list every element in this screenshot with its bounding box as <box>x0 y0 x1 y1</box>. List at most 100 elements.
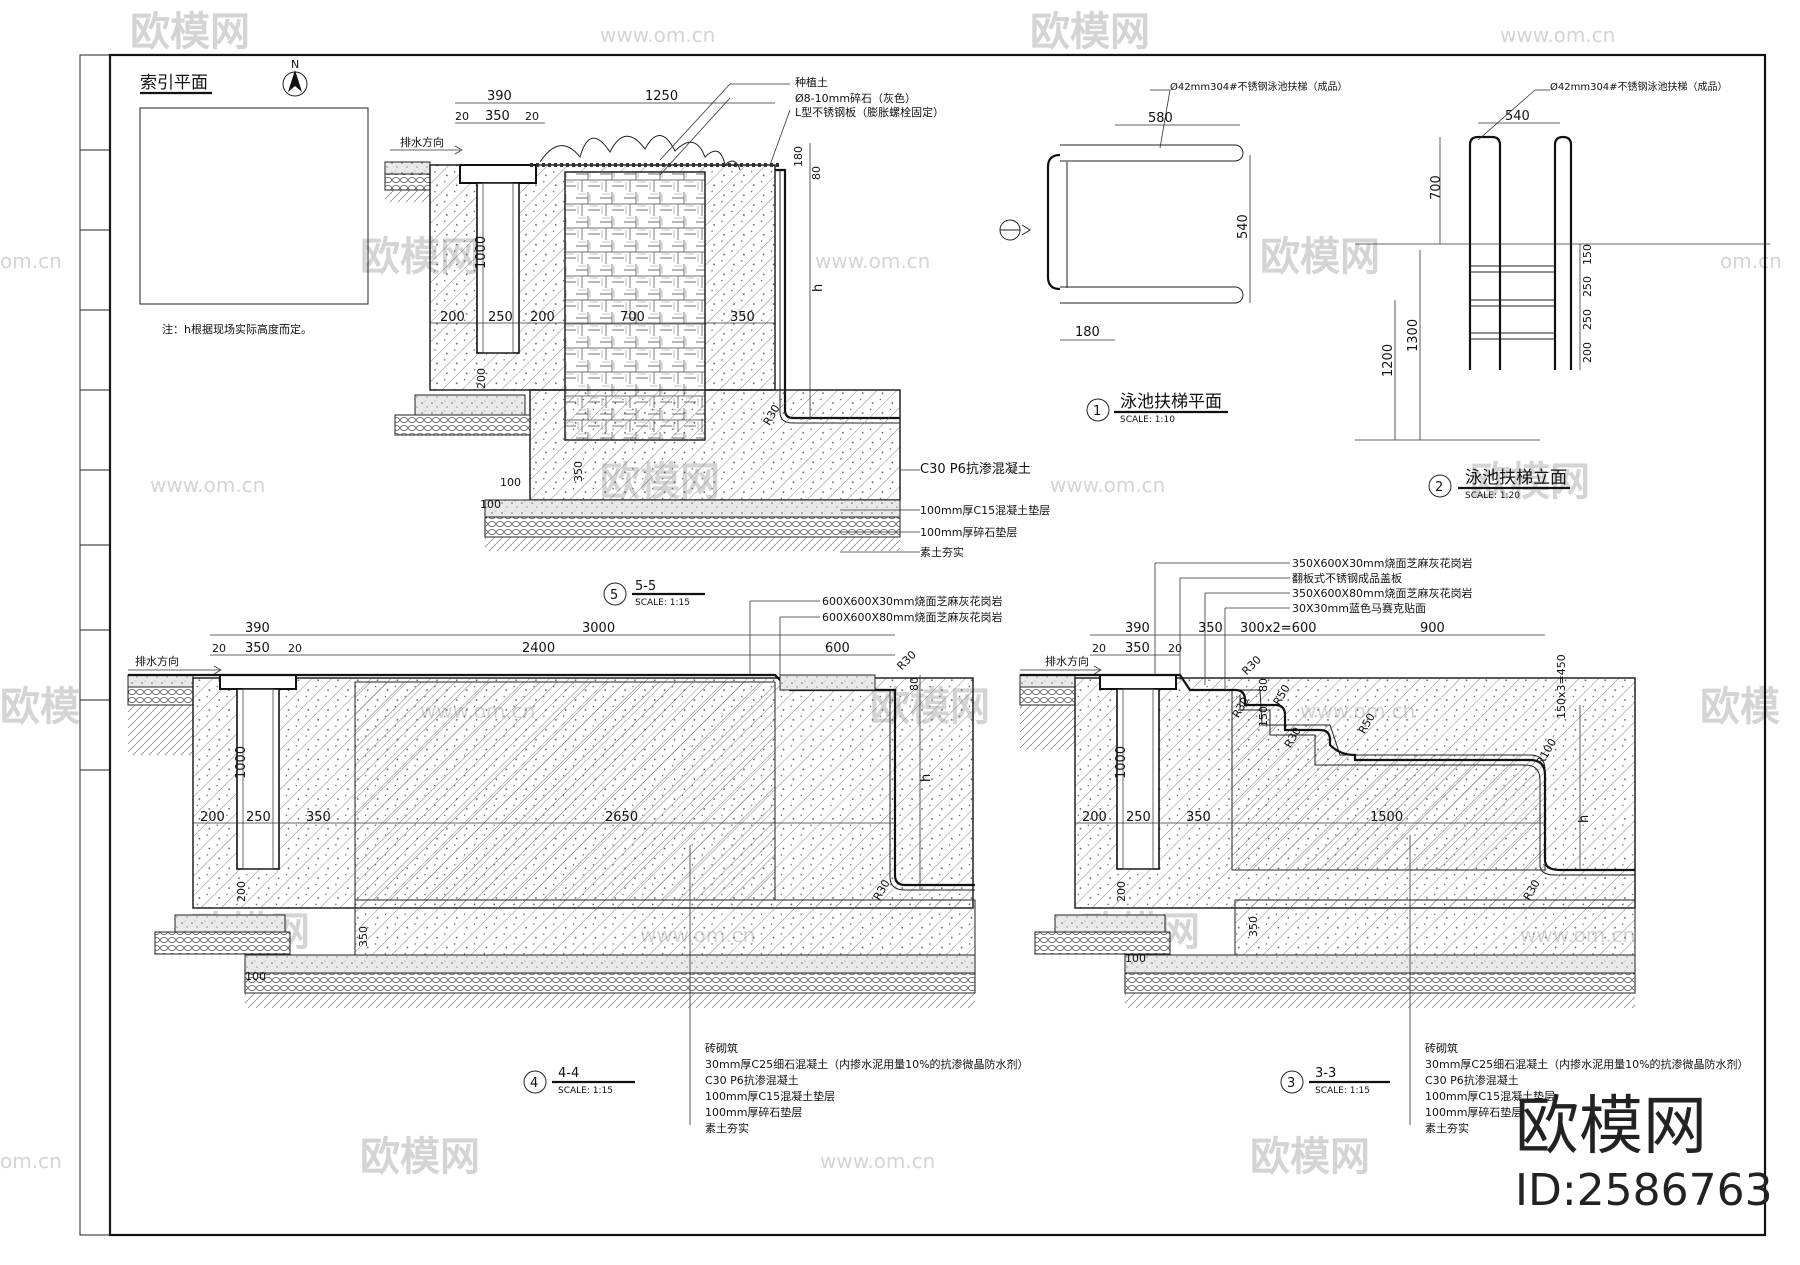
section4-title-block: 4 4-4 SCALE: 1:15 <box>523 1066 635 1096</box>
section3-bottom-callouts: 砖砌筑 30mm厚C25细石混凝土（内掺水泥用量10%的抗渗微晶防水剂） C30… <box>1409 835 1749 1135</box>
svg-text:1000: 1000 <box>1114 746 1129 779</box>
section-4-4: 排水方向 390 20 350 20 3000 2400 600 200 250… <box>127 594 1029 1135</box>
svg-text:30mm厚C25细石混凝土（内掺水泥用量10%的抗渗微晶防水: 30mm厚C25细石混凝土（内掺水泥用量10%的抗渗微晶防水剂） <box>705 1057 1029 1071</box>
svg-text:350: 350 <box>1186 810 1211 825</box>
svg-text:350: 350 <box>730 310 755 325</box>
section3-title-block: 3 3-3 SCALE: 1:15 <box>1280 1066 1390 1096</box>
svg-text:350X600X80mm烧面芝麻灰花岗岩: 350X600X80mm烧面芝麻灰花岗岩 <box>1292 586 1473 600</box>
svg-text:SCALE: 1:15: SCALE: 1:15 <box>558 1086 613 1096</box>
brand-block: 欧模网 ID:2586763 <box>1515 1090 1773 1216</box>
svg-text:350X600X30mm烧面芝麻灰花岗岩: 350X600X30mm烧面芝麻灰花岗岩 <box>1292 556 1473 570</box>
section4-top-dims: 390 20 350 20 3000 2400 600 <box>210 621 895 656</box>
svg-text:30X30mm蓝色马赛克贴面: 30X30mm蓝色马赛克贴面 <box>1292 601 1426 615</box>
watermark-brand: 欧模网 <box>1250 1134 1370 1180</box>
svg-text:1300: 1300 <box>1406 319 1421 352</box>
svg-text:20: 20 <box>455 110 469 123</box>
svg-text:R30: R30 <box>894 648 918 672</box>
svg-text:350: 350 <box>1198 621 1223 636</box>
svg-text:150: 150 <box>1581 244 1594 265</box>
svg-text:180: 180 <box>792 146 805 167</box>
svg-text:4-4: 4-4 <box>558 1066 579 1081</box>
section5-bottom-dims: 200 250 200 700 350 <box>430 310 775 325</box>
svg-text:350: 350 <box>572 461 585 482</box>
svg-text:SCALE: 1:20: SCALE: 1:20 <box>1465 491 1520 501</box>
drain-direction-label: 排水方向 <box>1045 654 1089 668</box>
index-plan-title: 索引平面 <box>140 73 208 93</box>
svg-text:250: 250 <box>1581 309 1594 330</box>
svg-text:180: 180 <box>1075 325 1100 340</box>
svg-text:390: 390 <box>487 89 512 104</box>
ladder-plan-label: Ø42mm304#不锈钢泳池扶梯（成品） <box>1170 80 1348 93</box>
svg-text:390: 390 <box>245 621 270 636</box>
svg-text:h: h <box>919 774 934 782</box>
svg-text:100mm厚碎石垫层: 100mm厚碎石垫层 <box>920 525 1017 539</box>
section5-top-dims: 390 20 350 20 1250 <box>455 89 775 124</box>
svg-text:390: 390 <box>1125 621 1150 636</box>
svg-text:C30 P6抗渗混凝土: C30 P6抗渗混凝土 <box>705 1073 799 1087</box>
svg-text:素土夯实: 素土夯实 <box>920 545 964 559</box>
svg-text:300x2=600: 300x2=600 <box>1240 621 1316 636</box>
watermark-site: www.om.cn <box>600 23 715 47</box>
svg-text:3-3: 3-3 <box>1315 1066 1336 1081</box>
watermark-site-short: om.cn <box>1720 249 1782 273</box>
svg-text:2: 2 <box>1435 480 1443 495</box>
svg-text:20: 20 <box>288 642 302 655</box>
section3-top-callouts: 350X600X30mm烧面芝麻灰花岗岩 翻板式不锈钢成品盖板 350X600X… <box>1154 556 1473 690</box>
svg-text:700: 700 <box>620 310 645 325</box>
svg-text:100: 100 <box>1125 952 1146 965</box>
section4-top-callouts: 600X600X30mm烧面芝麻灰花岗岩 600X600X80mm烧面芝麻灰花岗… <box>749 594 1003 680</box>
section5-title-block: 5 5-5 SCALE: 1:15 <box>603 579 705 608</box>
svg-text:2400: 2400 <box>522 641 555 656</box>
section5-top-callouts: 种植土 Ø8-10mm碎石（灰色） L型不锈钢板（膨胀螺栓固定） <box>659 75 944 176</box>
ladder-elevation: Ø42mm304#不锈钢泳池扶梯（成品） 540 700 150 250 250… <box>1355 80 1770 501</box>
svg-text:30mm厚C25细石混凝土（内掺水泥用量10%的抗渗微晶防水: 30mm厚C25细石混凝土（内掺水泥用量10%的抗渗微晶防水剂） <box>1425 1057 1749 1071</box>
svg-text:1200: 1200 <box>1381 344 1396 377</box>
svg-text:h: h <box>811 284 826 292</box>
svg-text:80: 80 <box>908 677 921 691</box>
svg-text:SCALE: 1:15: SCALE: 1:15 <box>635 598 690 608</box>
svg-text:R30: R30 <box>1239 653 1263 677</box>
ladder-plan: Ø42mm304#不锈钢泳池扶梯（成品） 580 540 180 1 泳池扶梯平… <box>999 80 1348 425</box>
svg-text:N: N <box>291 58 299 71</box>
svg-text:100mm厚C15混凝土垫层: 100mm厚C15混凝土垫层 <box>1425 1089 1555 1103</box>
svg-text:20: 20 <box>212 642 226 655</box>
svg-text:200: 200 <box>1082 810 1107 825</box>
svg-text:5-5: 5-5 <box>635 579 656 594</box>
watermark-site: www.om.cn <box>820 1149 935 1173</box>
svg-text:1: 1 <box>1093 404 1101 419</box>
svg-text:3: 3 <box>1287 1076 1295 1091</box>
svg-text:20: 20 <box>1092 642 1106 655</box>
svg-text:200: 200 <box>475 368 488 389</box>
svg-text:5: 5 <box>610 588 618 603</box>
watermark-site: www.om.cn <box>1050 473 1165 497</box>
svg-text:200: 200 <box>235 881 248 902</box>
watermark-site-short: om.cn <box>0 1149 62 1173</box>
section-3-3: 排水方向 390 20 350 20 350 300x2=600 900 200… <box>1019 556 1749 1135</box>
svg-text:20: 20 <box>525 110 539 123</box>
watermark-site: www.om.cn <box>1500 23 1615 47</box>
watermark-site: www.om.cn <box>815 249 930 273</box>
section3-top-dims: 390 20 350 20 350 300x2=600 900 <box>1090 621 1545 656</box>
section3-mid-dims: 200 250 350 1500 <box>1075 810 1545 825</box>
index-plan: 索引平面 注：h根据现场实际高度而定。 N <box>139 58 369 336</box>
svg-text:100mm厚碎石垫层: 100mm厚碎石垫层 <box>705 1105 802 1119</box>
svg-text:素土夯实: 素土夯实 <box>705 1121 749 1135</box>
title-strip-divisions <box>80 149 110 771</box>
section4-bottom-callouts: 砖砌筑 30mm厚C25细石混凝土（内掺水泥用量10%的抗渗微晶防水剂） C30… <box>689 845 1029 1135</box>
svg-text:250: 250 <box>488 310 513 325</box>
svg-text:200: 200 <box>1581 342 1594 363</box>
watermark-brand: 欧模网 <box>1470 459 1590 505</box>
svg-text:1250: 1250 <box>645 89 678 104</box>
watermark-brand: 欧模网 <box>1030 9 1150 55</box>
svg-text:砖砌筑: 砖砌筑 <box>705 1041 738 1055</box>
svg-text:200: 200 <box>440 310 465 325</box>
watermark-site: www.om.cn <box>150 473 265 497</box>
svg-text:350: 350 <box>245 641 270 656</box>
svg-text:100: 100 <box>500 476 521 489</box>
svg-text:900: 900 <box>1420 621 1445 636</box>
svg-text:素土夯实: 素土夯实 <box>1425 1121 1469 1135</box>
svg-text:Ø8-10mm碎石（灰色）: Ø8-10mm碎石（灰色） <box>795 91 916 105</box>
svg-text:2650: 2650 <box>605 810 638 825</box>
section-marker-icon <box>999 219 1031 241</box>
